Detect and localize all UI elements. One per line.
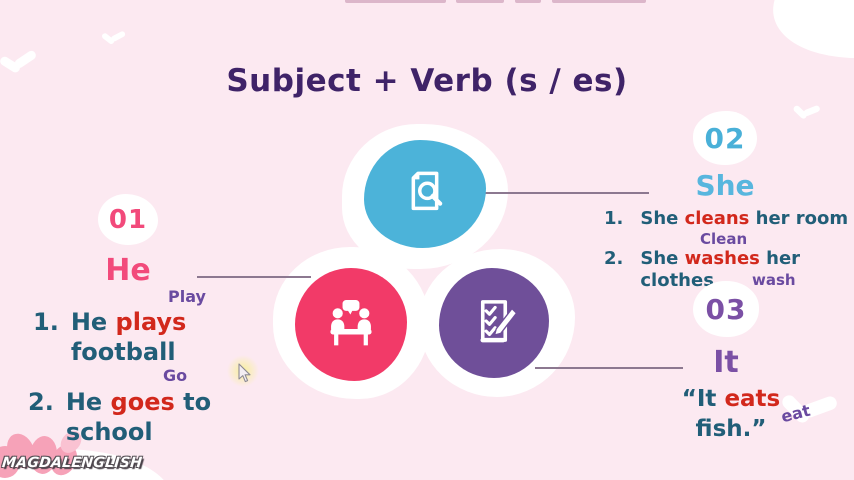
example-text: She (640, 248, 685, 269)
bird-icon (792, 100, 822, 121)
example-number: 1. (604, 208, 624, 229)
example-number: 2. (604, 248, 624, 269)
example-verb: plays (115, 308, 187, 336)
example-verb: washes (684, 248, 760, 269)
badge-01-number: 01 (108, 204, 148, 235)
top-edge-mark (515, 0, 541, 3)
watermark-logo: MAGDALENGLISH (1, 455, 144, 471)
example-verb: goes (110, 388, 175, 416)
mouse-cursor (238, 363, 254, 389)
base-verb-wash: wash (752, 271, 796, 289)
page-title: Subject + Verb (s / es) (226, 63, 628, 99)
document-search-icon (397, 164, 453, 224)
he-example-1: 1. He plays football (33, 307, 246, 367)
top-edge-mark (345, 0, 446, 3)
example-number: 1. (33, 308, 59, 336)
discussion-icon (322, 294, 380, 356)
purple-blob (439, 268, 549, 378)
example-text: He (70, 308, 116, 336)
pronoun-she: She (695, 169, 755, 202)
example-text: her clothes (640, 248, 801, 291)
blue-blob (364, 140, 486, 248)
example-text: fish.” (695, 416, 767, 442)
connector-line-it (535, 367, 683, 369)
badge-03: 03 (693, 281, 759, 337)
example-text: He (65, 388, 111, 416)
example-number: 2. (28, 388, 54, 416)
bird-icon (101, 29, 126, 45)
badge-03-number: 03 (705, 292, 747, 326)
she-example-2: 2. She washes her clothes (604, 248, 815, 292)
pink-blob (295, 268, 407, 381)
checklist-pencil-icon (467, 294, 521, 352)
base-verb-play: Play (168, 287, 206, 306)
connector-line-he (197, 276, 311, 278)
example-text: “It (681, 386, 725, 412)
it-example-1: “It eats fish.” (652, 384, 810, 444)
top-edge-mark (456, 0, 504, 3)
example-text: her room (749, 208, 849, 229)
base-verb-go: Go (163, 366, 188, 385)
example-text: She (640, 208, 685, 229)
example-verb: eats (724, 386, 781, 412)
top-edge-mark (552, 0, 646, 3)
pronoun-he: He (105, 253, 151, 288)
pronoun-it: It (713, 345, 739, 380)
she-example-1: 1. She cleans her room (604, 208, 854, 229)
example-verb: cleans (684, 208, 750, 229)
badge-02-number: 02 (704, 121, 746, 155)
badge-02: 02 (693, 111, 757, 165)
he-example-2: 2. He goes to school (28, 387, 241, 447)
badge-01: 01 (98, 194, 158, 245)
base-verb-clean: Clean (700, 230, 748, 248)
example-text: football (70, 338, 176, 366)
example-text: to school (65, 388, 212, 446)
connector-line-she (482, 192, 649, 194)
